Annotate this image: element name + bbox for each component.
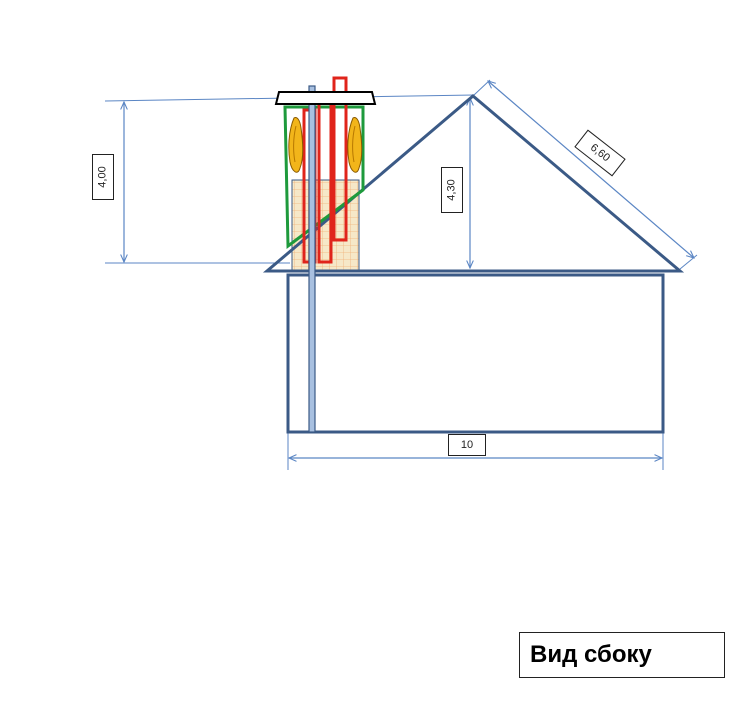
chimney-cap — [274, 91, 377, 105]
dimension-arrows — [124, 81, 694, 458]
view-title: Вид сбоку — [530, 641, 652, 668]
flame-icon-left — [288, 117, 304, 173]
blue-vertical-pipe — [308, 85, 316, 433]
dimension-value-house-width: 10 — [460, 439, 474, 451]
chimney-brick-block — [291, 179, 360, 271]
dimension-label-roof-height: 4,30 — [441, 167, 463, 213]
green-casing-outline — [283, 105, 365, 249]
dimension-value-roof-slope: 6,60 — [587, 141, 613, 165]
dimension-value-roof-height: 4,30 — [446, 179, 459, 201]
dimension-value-chimney-height: 4,00 — [97, 166, 110, 188]
view-title-box: Вид сбоку — [519, 632, 725, 678]
dim-roof-slope-line — [488, 81, 694, 258]
house-body — [286, 273, 665, 434]
dimension-label-house-width: 10 — [448, 434, 486, 456]
roof-gable — [262, 94, 685, 273]
flame-icon-right — [347, 117, 363, 173]
dimension-label-chimney-height: 4,00 — [92, 154, 114, 200]
